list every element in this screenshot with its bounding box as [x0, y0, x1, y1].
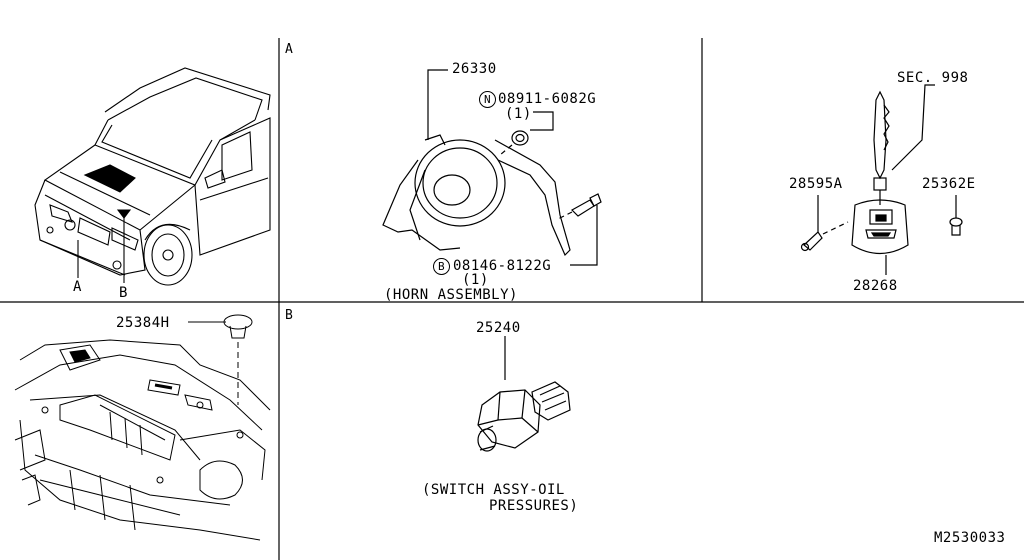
nut-symbol: N [479, 91, 496, 108]
horn-illustration [382, 69, 602, 266]
switch-caption-line2: PRESSURES) [489, 498, 579, 514]
horn-caption: (HORN ASSEMBLY) [384, 287, 518, 303]
part-number-key: 28268 [853, 278, 898, 294]
callout-a: A [73, 279, 82, 295]
nut-quantity: (1) [505, 106, 532, 122]
bolt-quantity: (1) [462, 272, 489, 288]
diagram-id: M2530033 [934, 530, 1006, 546]
vehicle-illustration [34, 67, 271, 286]
callout-b: B [119, 285, 128, 301]
sec-reference: SEC. 998 [897, 70, 969, 86]
part-number-bolt: 08146-8122G [453, 258, 552, 274]
part-number-switch: 25240 [476, 320, 521, 336]
part-number-nut: 08911-6082G [498, 91, 597, 107]
oil-switch-illustration [477, 336, 571, 452]
key-illustration [800, 84, 963, 275]
switch-caption-line1: (SWITCH ASSY-OIL [422, 482, 565, 498]
bolt-symbol: B [433, 258, 450, 275]
part-number-grommet: 25384H [116, 315, 170, 331]
part-number-screw: 28595A [789, 176, 843, 192]
section-label-a: A [285, 42, 294, 57]
section-label-b: B [285, 308, 294, 323]
engine-bay-illustration [14, 314, 271, 541]
part-number-horn: 26330 [452, 61, 497, 77]
part-number-clip: 25362E [922, 176, 976, 192]
